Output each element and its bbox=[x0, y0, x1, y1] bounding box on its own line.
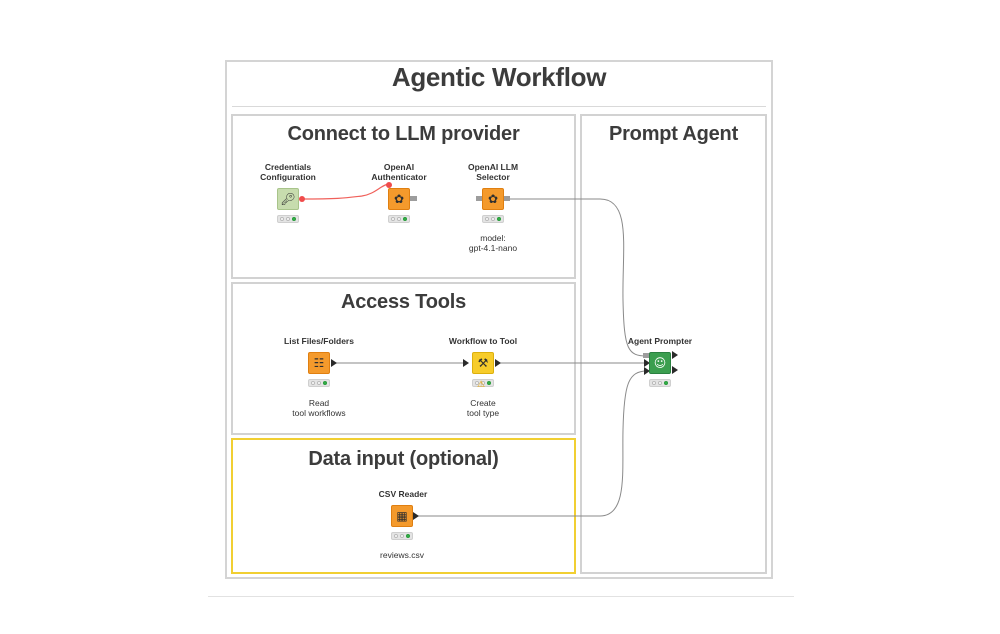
agent-prompter-node-label: Agent Prompter bbox=[627, 336, 693, 346]
authenticator-out-port bbox=[410, 196, 417, 201]
workflow-tool-node-label: Workflow to Tool bbox=[448, 336, 518, 346]
wire-selector-to-agent bbox=[510, 198, 648, 357]
workflow-tool-status bbox=[472, 379, 494, 387]
workflow-tool-desc-line1: Create bbox=[470, 398, 496, 408]
title-divider bbox=[232, 106, 766, 107]
list-files-desc-line2: tool workflows bbox=[292, 408, 346, 418]
list-files-desc-line1: Read bbox=[308, 398, 330, 408]
selector-status bbox=[482, 215, 504, 223]
selector-node-label: OpenAI LLM Selector bbox=[438, 162, 548, 182]
agent-icon: ☺ bbox=[653, 356, 667, 370]
selector-label-line1: OpenAI LLM bbox=[467, 162, 519, 172]
credentials-node-label: Credentials Configuration bbox=[233, 162, 343, 182]
workflow-tool-icon: ⚒ bbox=[477, 356, 489, 370]
agent-out-port-2 bbox=[672, 366, 678, 374]
csv-reader-node-label: CSV Reader bbox=[378, 489, 428, 499]
workflow-tool-in-port bbox=[463, 359, 469, 367]
wire-csv-reader-to-agent bbox=[418, 370, 648, 517]
selector-in-port bbox=[476, 196, 483, 201]
bottom-divider bbox=[208, 596, 794, 597]
selector-label-line2: Selector bbox=[476, 172, 510, 182]
selector-desc-line2: gpt-4.1-nano bbox=[468, 243, 518, 253]
authenticator-label-line1: OpenAI bbox=[383, 162, 415, 172]
openai-icon: ✿ bbox=[393, 192, 405, 206]
table-icon: ▦ bbox=[396, 509, 408, 523]
annotation-prompt-agent[interactable] bbox=[580, 114, 767, 574]
warning-icon[interactable]: ⚠ bbox=[477, 380, 486, 390]
agent-prompter-status bbox=[649, 379, 671, 387]
agent-prompter-node[interactable]: ☺ bbox=[649, 352, 671, 374]
annotation-data-input-title: Data input (optional) bbox=[308, 448, 499, 470]
workflow-frame bbox=[225, 60, 773, 579]
csv-reader-out-port bbox=[413, 512, 419, 520]
list-files-node-label: List Files/Folders bbox=[284, 336, 354, 346]
selector-desc-line1: model: bbox=[480, 233, 506, 243]
authenticator-node[interactable]: ✿ bbox=[388, 188, 410, 210]
credential-out-port bbox=[299, 196, 305, 202]
authenticator-status bbox=[388, 215, 410, 223]
workflow-tool-node[interactable]: ⚒ bbox=[472, 352, 494, 374]
selector-node[interactable]: ✿ bbox=[482, 188, 504, 210]
credential-in-port bbox=[386, 182, 392, 188]
workflow-title: Agentic Workflow bbox=[391, 62, 607, 92]
wire-credentials-to-authenticator bbox=[300, 183, 389, 200]
key-lock-icon: 🔑︎ bbox=[280, 192, 296, 206]
agent-in-port-tools bbox=[644, 359, 650, 367]
credentials-label-line2: Configuration bbox=[260, 172, 316, 182]
agent-in-port-model bbox=[643, 353, 650, 358]
list-files-description: Read tool workflows bbox=[264, 398, 374, 418]
workflow-tool-description: Create tool type bbox=[428, 398, 538, 418]
csv-reader-status bbox=[391, 532, 413, 540]
authenticator-label-line2: Authenticator bbox=[371, 172, 427, 182]
list-files-out-port bbox=[331, 359, 337, 367]
selector-description: model: gpt-4.1-nano bbox=[438, 233, 548, 253]
list-files-status bbox=[308, 379, 330, 387]
annotation-access-tools[interactable] bbox=[231, 282, 576, 435]
agent-in-port-data bbox=[644, 367, 650, 375]
credentials-label-line1: Credentials bbox=[264, 162, 312, 172]
annotation-prompt-agent-title: Prompt Agent bbox=[608, 123, 739, 145]
annotation-llm-provider[interactable] bbox=[231, 114, 576, 279]
workflow-tool-desc-line2: tool type bbox=[466, 408, 500, 418]
openai-icon: ✿ bbox=[487, 192, 499, 206]
authenticator-node-label: OpenAI Authenticator bbox=[344, 162, 454, 182]
credentials-status bbox=[277, 215, 299, 223]
csv-reader-node[interactable]: ▦ bbox=[391, 505, 413, 527]
annotation-data-input[interactable] bbox=[231, 438, 576, 574]
agent-out-port-1 bbox=[672, 351, 678, 359]
annotation-access-tools-title: Access Tools bbox=[340, 291, 467, 313]
file-list-icon: ☷ bbox=[313, 356, 325, 370]
list-files-node[interactable]: ☷ bbox=[308, 352, 330, 374]
selector-out-port bbox=[503, 196, 510, 201]
annotation-llm-provider-title: Connect to LLM provider bbox=[287, 123, 520, 145]
csv-reader-description: reviews.csv bbox=[380, 550, 424, 560]
workflow-tool-out-port bbox=[495, 359, 501, 367]
credentials-node[interactable]: 🔑︎ bbox=[277, 188, 299, 210]
